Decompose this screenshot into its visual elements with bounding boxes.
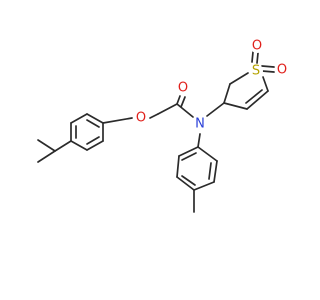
bonds xyxy=(37,51,275,213)
bond-s-o-right-2 xyxy=(261,70,275,73)
bond-ring2-f xyxy=(197,146,218,162)
bond-ring1-b xyxy=(70,113,88,124)
bond-s-o-top-2 xyxy=(256,52,259,64)
carbonyl-oxygen: O xyxy=(176,81,190,96)
bond-ring1-f xyxy=(70,140,88,151)
bond-ring1-e-double xyxy=(86,136,100,145)
bond-carbonyl-c-o-1 xyxy=(176,95,181,105)
ether-oxygen-label: O xyxy=(136,111,146,126)
bond-nitrogen-ring-carbon xyxy=(206,102,225,117)
bond-ring2-e-double xyxy=(208,162,212,180)
bond-s-o-right-1 xyxy=(261,65,275,68)
bond-thiophene-s-c5 xyxy=(262,76,269,92)
bond-ring2-e xyxy=(213,160,218,183)
bond-isopropyl-ring xyxy=(54,140,72,152)
amide-nitrogen: N xyxy=(193,117,207,132)
bond-ring1-e xyxy=(86,140,104,151)
sulfone-oxygen-top-label: O xyxy=(252,39,262,54)
sulfone-oxygen-top: O xyxy=(250,39,264,54)
bond-thiophene-c2-s xyxy=(229,72,249,85)
bond-ring2-b xyxy=(176,155,180,178)
molecule-diagram: O O N S O O xyxy=(37,39,289,213)
bond-isopropyl-methyl-top xyxy=(37,139,56,152)
sulfone-oxygen-right-label: O xyxy=(277,63,287,78)
molecule-structure: O O N S O O xyxy=(37,39,289,213)
bond-thiophene-c3-c2 xyxy=(223,83,231,104)
bond-ring2-a xyxy=(178,146,199,157)
bond-carbonyl-carbon-nitrogen xyxy=(176,103,194,118)
bond-methylene-carbonyl-carbon xyxy=(157,103,178,115)
bond-ring1-c-double xyxy=(86,119,100,128)
bond-thiophene-c5-c4-double xyxy=(245,89,263,104)
sulfone-oxygen-right: O xyxy=(275,63,289,78)
bond-ring2-c-double xyxy=(181,175,196,186)
bond-ring2-c xyxy=(176,176,195,191)
sulfone-sulfur-label: S xyxy=(252,64,260,79)
bond-ring1-ether-oxygen xyxy=(102,117,133,124)
carbonyl-oxygen-label: O xyxy=(178,81,188,96)
bond-thiophene-c5-c4 xyxy=(246,90,269,110)
bond-isopropyl-methyl-left xyxy=(37,150,56,163)
bond-ring1-c xyxy=(86,113,104,124)
bond-thiophene-c4-c3 xyxy=(223,102,248,110)
ether-oxygen: O xyxy=(134,111,148,126)
sulfone-sulfur: S xyxy=(249,64,263,79)
bond-ether-oxygen-methylene xyxy=(149,113,159,119)
bond-ring2-a-double xyxy=(181,152,197,161)
bond-ring2-d xyxy=(193,181,215,191)
amide-nitrogen-label: N xyxy=(195,117,205,132)
bond-nitrogen-tolyl xyxy=(197,133,201,148)
bond-s-o-top-1 xyxy=(251,51,254,63)
bond-carbonyl-c-o-2 xyxy=(180,96,186,108)
atom-labels: O O N S O O xyxy=(134,39,289,132)
